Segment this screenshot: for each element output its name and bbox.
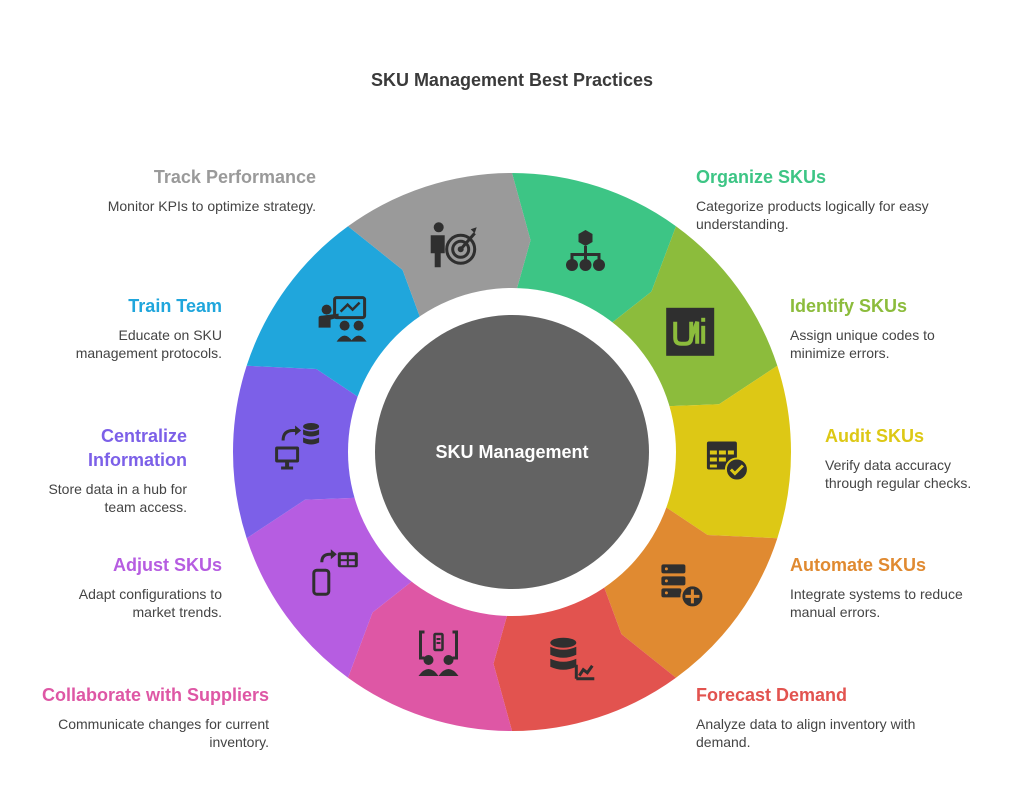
- label-description: Educate on SKU management protocols.: [75, 327, 222, 361]
- segment-centralize: [233, 365, 374, 539]
- server-add-icon: [661, 564, 705, 609]
- target-person-icon: [430, 222, 477, 268]
- label-description: Integrate systems to reduce manual error…: [790, 586, 963, 620]
- label-title: Audit SKUs: [825, 426, 924, 446]
- label-organize: Organize SKUs Categorize products logica…: [696, 165, 956, 233]
- label-description: Monitor KPIs to optimize strategy.: [107, 198, 316, 214]
- label-description: Store data in a hub for team access.: [48, 481, 187, 515]
- computer-database-icon: [275, 423, 320, 470]
- hierarchy-icon: [566, 230, 605, 271]
- label-title: Centralize Information: [88, 426, 187, 470]
- label-title: Forecast Demand: [696, 685, 848, 705]
- label-title: Adjust SKUs: [112, 555, 222, 575]
- label-title: Organize SKUs: [696, 167, 827, 187]
- label-train: Train Team Educate on SKU management pro…: [40, 294, 222, 362]
- team-meeting-icon: [418, 630, 459, 676]
- label-title: Train Team: [128, 296, 222, 316]
- label-identify: Identify SKUs Assign unique codes to min…: [790, 294, 980, 362]
- label-centralize: Centralize Information Store data in a h…: [20, 424, 187, 516]
- label-description: Adapt configurations to market trends.: [78, 586, 222, 620]
- label-title: Collaborate with Suppliers: [41, 685, 269, 705]
- label-adjust: Adjust SKUs Adapt configurations to mark…: [40, 553, 222, 621]
- label-description: Assign unique codes to minimize errors.: [790, 327, 935, 361]
- unique-code-icon: [666, 307, 715, 356]
- label-title: Identify SKUs: [790, 296, 908, 316]
- database-chart-icon: [550, 637, 595, 681]
- label-title: Track Performance: [153, 167, 316, 187]
- phone-sync-icon: [312, 549, 358, 596]
- page-title: SKU Management Best Practices: [370, 70, 654, 90]
- label-title: Automate SKUs: [790, 555, 927, 575]
- label-audit: Audit SKUs Verify data accuracy through …: [825, 424, 985, 492]
- label-automate: Automate SKUs Integrate systems to reduc…: [790, 553, 990, 621]
- label-collaborate: Collaborate with Suppliers Communicate c…: [20, 683, 269, 751]
- center-circle: [375, 315, 649, 589]
- label-description: Analyze data to align inventory with dem…: [696, 716, 916, 750]
- center-label: SKU Management: [435, 442, 588, 462]
- label-description: Verify data accuracy through regular che…: [825, 457, 972, 491]
- label-forecast: Forecast Demand Analyze data to align in…: [696, 683, 946, 751]
- label-description: Categorize products logically for easy u…: [696, 198, 929, 232]
- presentation-icon: [318, 296, 367, 342]
- label-track: Track Performance Monitor KPIs to optimi…: [40, 165, 316, 215]
- audit-table-check-icon: [706, 441, 749, 482]
- label-description: Communicate changes for current inventor…: [58, 716, 269, 750]
